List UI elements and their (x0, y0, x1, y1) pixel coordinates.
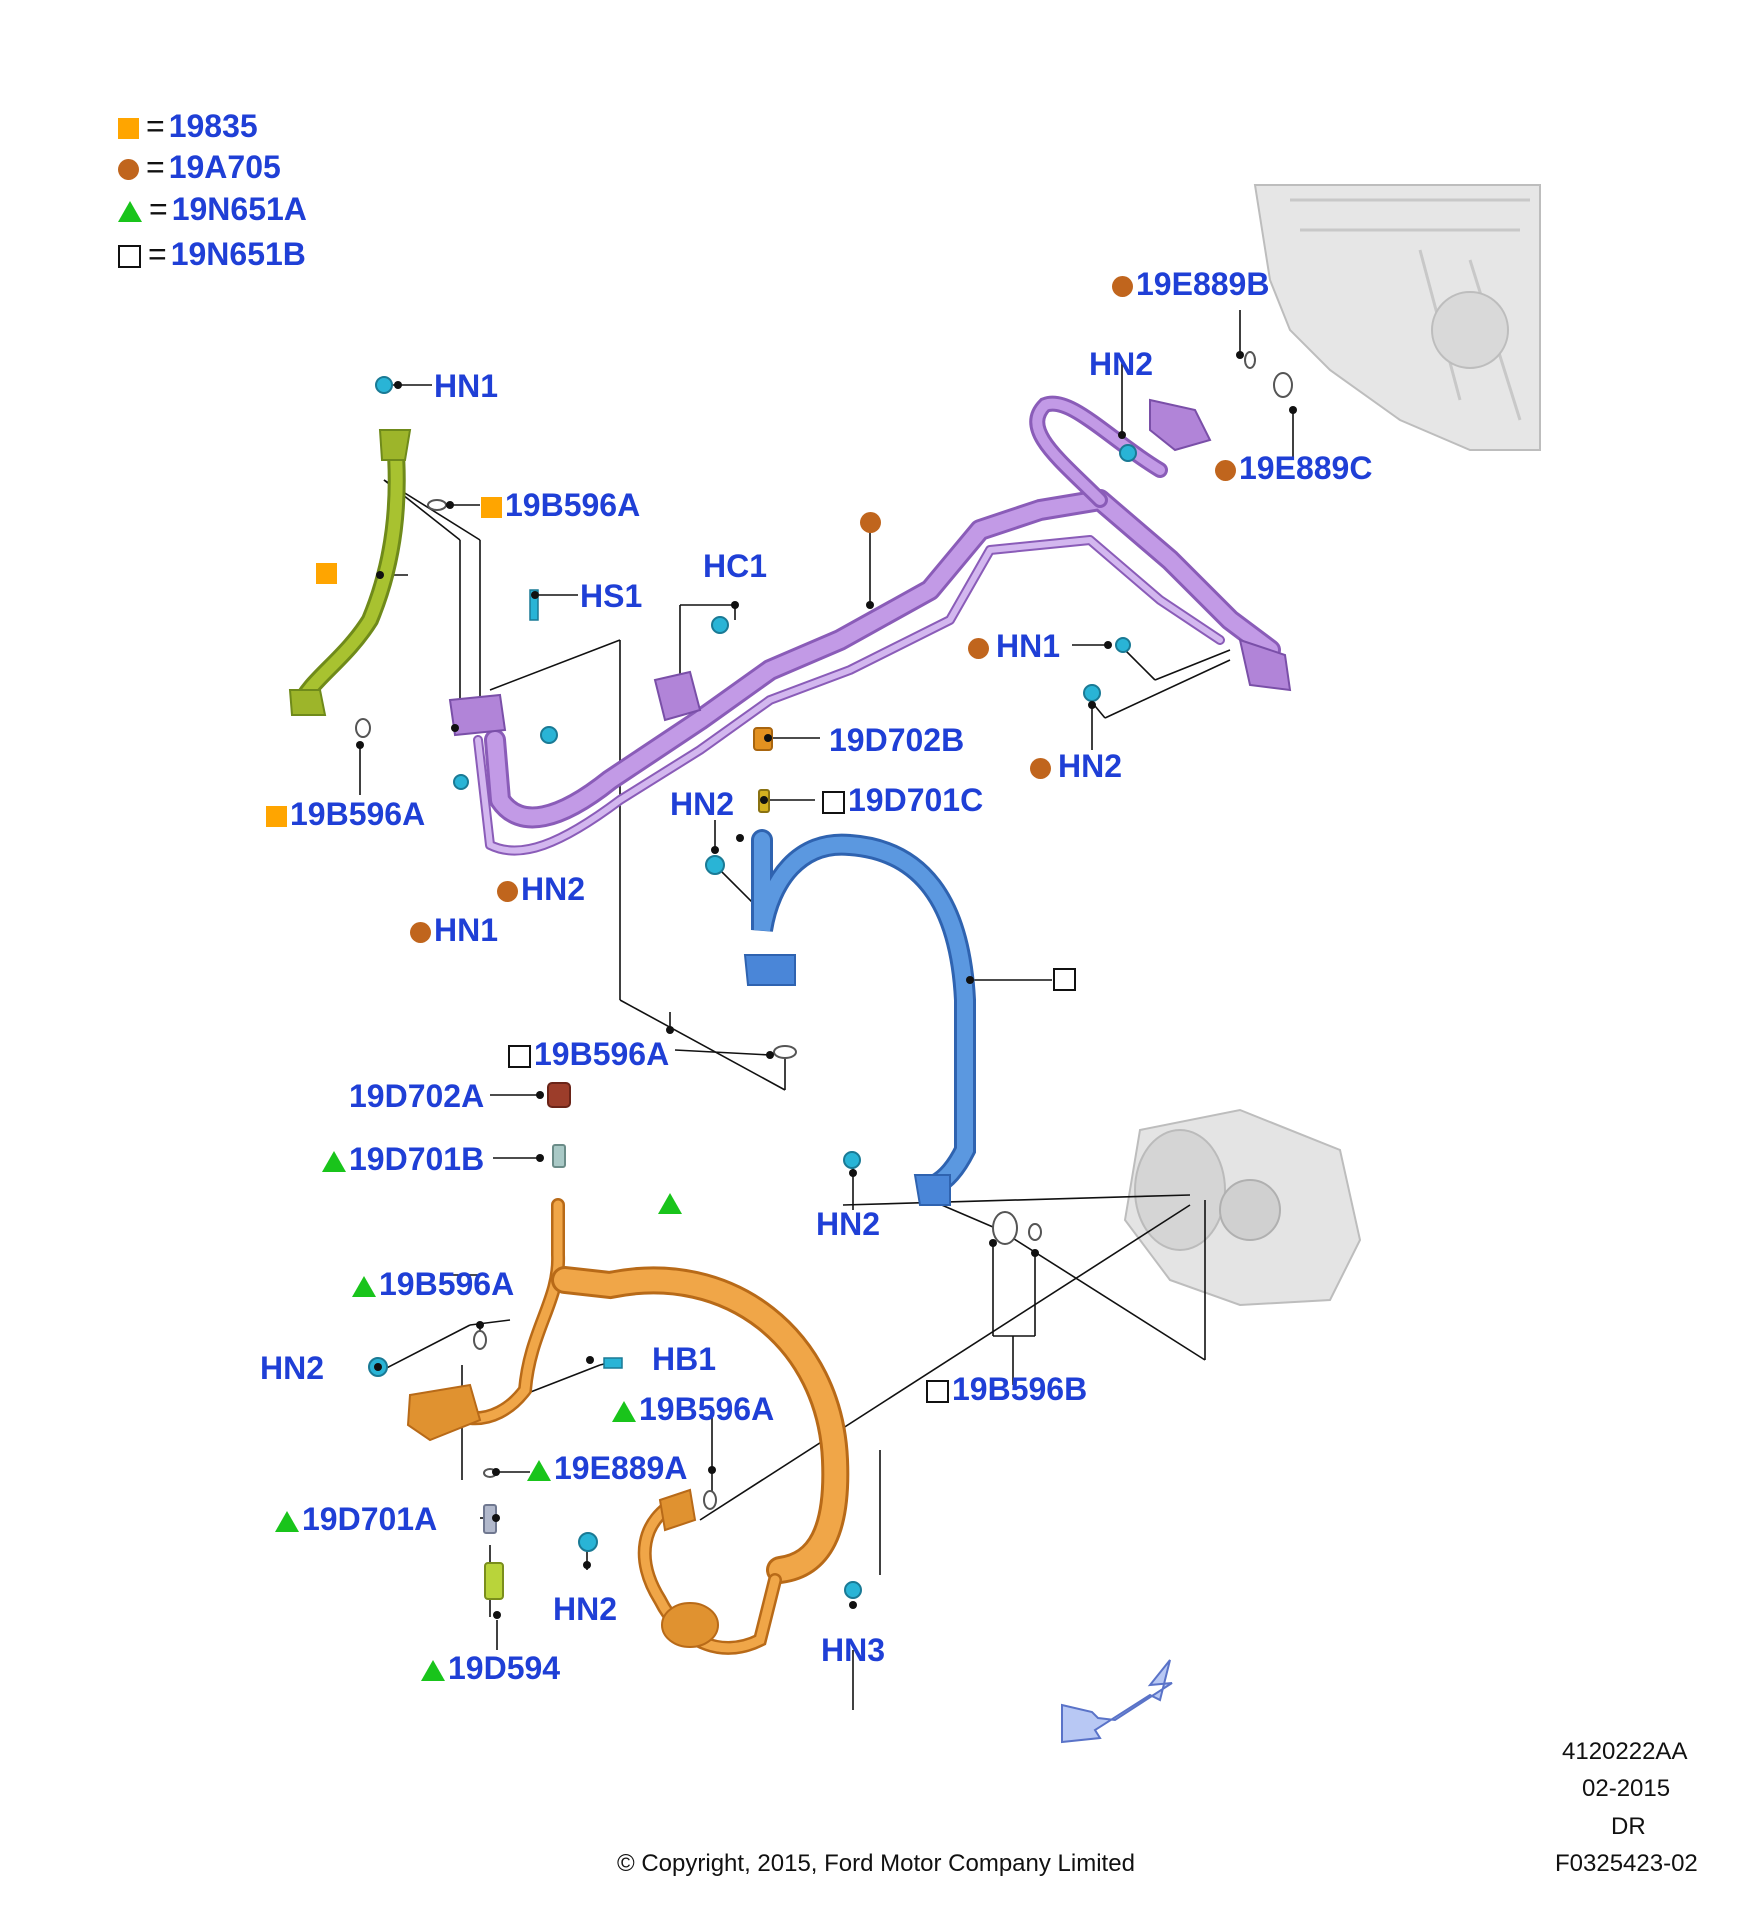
orange-hose-assembly (406, 1198, 850, 1655)
callout-hn1-mid-right: HN1 (968, 630, 1060, 662)
green-triangle-icon (118, 201, 142, 223)
drawing-dr: DR (1611, 1813, 1646, 1840)
callout-19e889c: 19E889C (1215, 452, 1372, 484)
callout-hn2-blue-low: HN2 (816, 1206, 881, 1242)
open-square-icon (926, 1380, 949, 1404)
brown-circle-icon (410, 922, 431, 944)
callout-19d702b: 19D702B (829, 722, 965, 758)
green-triangle-icon (527, 1460, 551, 1482)
purple-hose-assembly (448, 395, 1292, 856)
green-triangle-icon (658, 1193, 682, 1214)
brown-circle-icon (118, 159, 139, 181)
legend-item-19n651a: =19N651A (118, 193, 307, 225)
brown-circle-icon (1215, 460, 1236, 482)
callout-19b596a-tri: 19B596A (352, 1268, 514, 1300)
small-parts (355, 351, 1293, 1600)
callout-19d701b: 19D701B (322, 1143, 484, 1175)
orange-square-icon (316, 563, 337, 584)
callout-19b596a-tri2: 19B596A (612, 1393, 774, 1425)
front-direction-arrow (1061, 1659, 1173, 1744)
legend-item-19n651b: =19N651B (118, 238, 306, 270)
callout-19d701a: 19D701A (275, 1503, 437, 1535)
copyright-notice: © Copyright, 2015, Ford Motor Company Li… (617, 1850, 1135, 1877)
open-square-icon (118, 245, 141, 269)
callout-hn3: HN3 (821, 1632, 886, 1668)
green-triangle-icon (352, 1276, 376, 1298)
legend-item-19835: =19835 (118, 110, 258, 142)
compressor (1123, 1108, 1362, 1307)
callout-hs1: HS1 (580, 578, 643, 614)
blue-hose (743, 829, 976, 1206)
callout-19b596a-upper: 19B596A (481, 489, 640, 521)
orange-square-icon (118, 118, 139, 140)
open-square-icon (1053, 968, 1076, 991)
leader-lines (359, 310, 1294, 1710)
yellow-green-hose (288, 429, 412, 716)
callout-hn2-top-right: HN2 (1089, 346, 1154, 382)
callout-19b596a-lower: 19B596A (266, 798, 425, 830)
callout-19d701c: 19D701C (822, 784, 983, 816)
callout-hc1: HC1 (703, 548, 768, 584)
green-triangle-icon (275, 1511, 299, 1533)
callout-hn1-top: HN1 (434, 368, 499, 404)
orange-square-icon (266, 806, 287, 828)
callout-19e889a: 19E889A (527, 1452, 687, 1484)
callout-19d702a: 19D702A (349, 1078, 485, 1114)
callout-19e889b: 19E889B (1112, 268, 1269, 300)
brown-circle-icon (1030, 758, 1051, 780)
green-triangle-icon (421, 1660, 445, 1682)
callout-hn2-purple: HN2 (497, 873, 585, 905)
callout-hn2-blue: HN2 (670, 786, 735, 822)
drawing-date: 02-2015 (1582, 1775, 1671, 1802)
brown-circle-icon (497, 881, 518, 903)
green-triangle-icon (612, 1401, 636, 1423)
green-triangle-icon (322, 1151, 346, 1173)
callout-hn2-mid-right: HN2 (1030, 750, 1122, 782)
leader-dots (356, 351, 1297, 1619)
drawing-code: 4120222AA (1562, 1738, 1688, 1765)
callout-hn2-left: HN2 (260, 1350, 325, 1386)
brown-circle-icon (860, 512, 881, 533)
drawing-number: F0325423-02 (1555, 1850, 1698, 1877)
callout-19b596b: 19B596B (926, 1373, 1087, 1405)
evaporator-housing (1253, 184, 1541, 451)
brown-circle-icon (968, 638, 989, 660)
callout-hb1: HB1 (652, 1341, 717, 1377)
open-square-icon (508, 1045, 531, 1069)
callout-19b596a-open: 19B596A (508, 1038, 669, 1070)
callout-hn2-bottom: HN2 (553, 1591, 618, 1627)
brown-circle-icon (1112, 276, 1133, 298)
callout-hn1-purple: HN1 (410, 914, 498, 946)
callout-19d594: 19D594 (421, 1652, 560, 1684)
legend-item-19a705: =19A705 (118, 151, 281, 183)
orange-square-icon (481, 497, 502, 519)
open-square-icon (822, 791, 845, 815)
